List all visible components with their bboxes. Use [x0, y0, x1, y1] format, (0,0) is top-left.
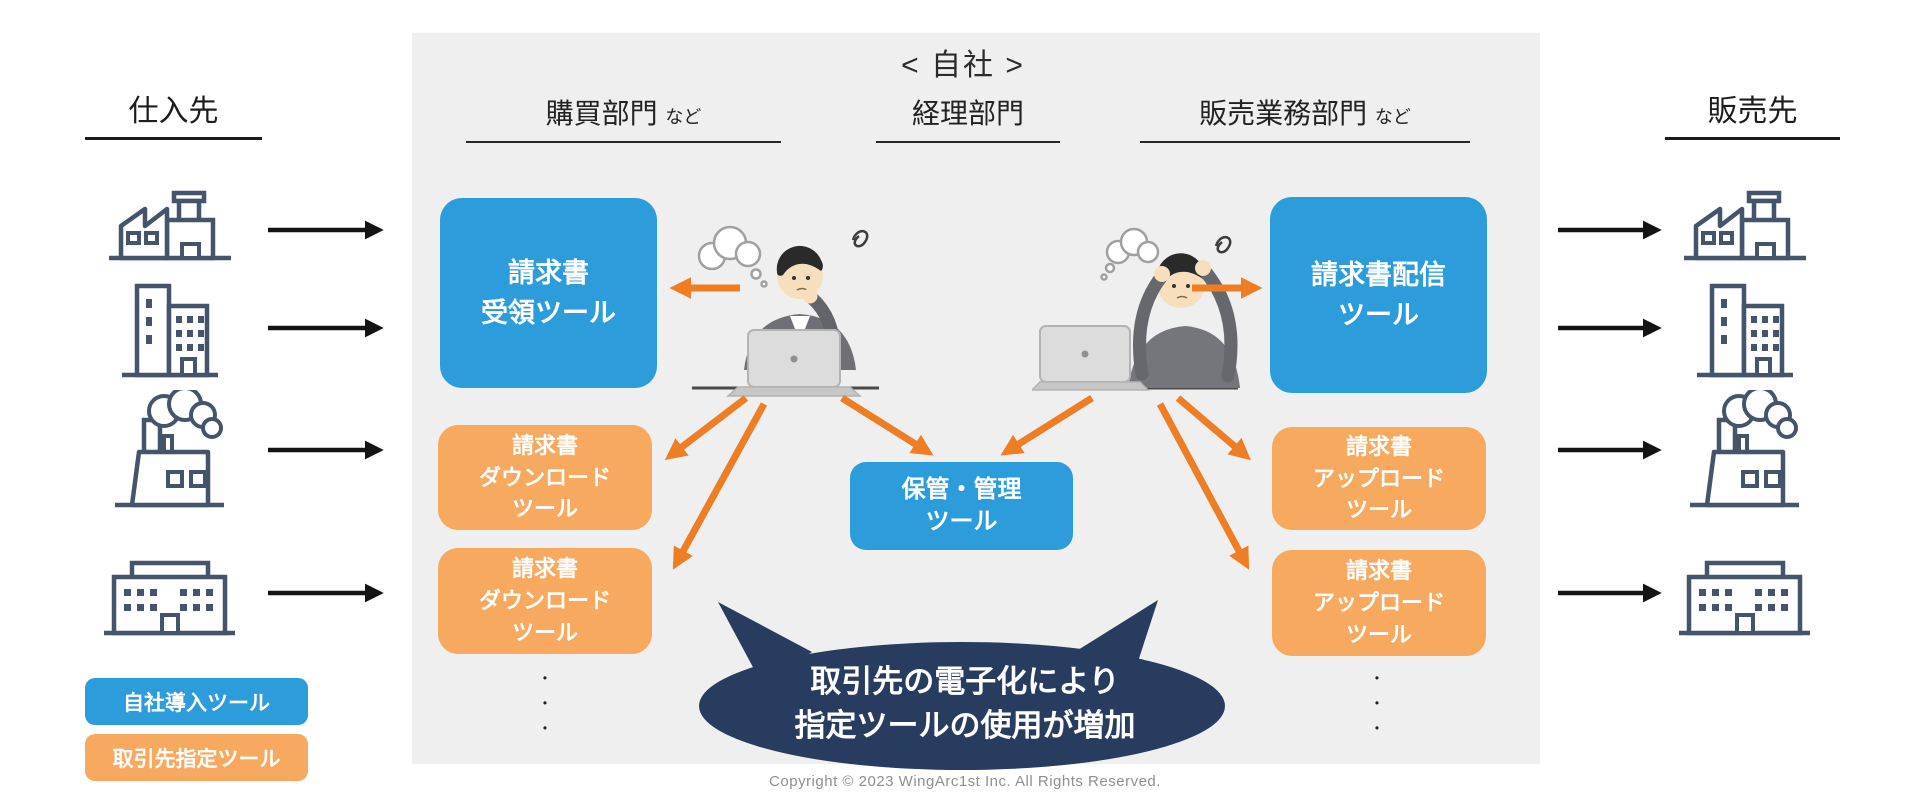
purchasing-dept-suffix: など	[665, 107, 702, 127]
callout-text: 取引先の電子化により 指定ツールの使用が増加	[690, 660, 1240, 748]
dot: •	[1374, 696, 1380, 710]
customers-header: 販売先	[1665, 86, 1840, 140]
accounting-dept-header: 経理部門	[876, 92, 1060, 143]
company-building-icon	[1677, 553, 1812, 638]
suppliers-header: 仕入先	[85, 86, 262, 140]
download1-line1: 請求書	[511, 432, 578, 458]
callout-bubble	[699, 600, 1225, 770]
office-building-icon	[1695, 280, 1795, 380]
more-tools-ellipsis-right: • • •	[1352, 666, 1402, 741]
invoice-receive-tool-box: 請求書 受領ツール	[440, 198, 657, 388]
upload2-line1: 請求書	[1345, 558, 1412, 584]
office-building-icon	[120, 280, 220, 380]
company-building-icon	[102, 553, 237, 638]
storage-line1: 保管・管理	[901, 475, 1022, 503]
page-title: < 自社 >	[901, 49, 1025, 82]
dizzy-squiggle-icon	[851, 230, 869, 248]
upload2-line2: アップロード	[1312, 590, 1445, 616]
more-tools-ellipsis-left: • • •	[520, 666, 570, 741]
download2-line1: 請求書	[511, 556, 578, 582]
invoice-delivery-line1: 請求書配信	[1311, 259, 1446, 290]
dot: •	[542, 696, 548, 710]
accounting-dept-label: 経理部門	[911, 98, 1024, 129]
download1-line2: ダウンロード	[478, 464, 611, 490]
invoice-delivery-line2: ツール	[1338, 300, 1419, 330]
copyright-note: Copyright © 2023 WingArc1st Inc. All Rig…	[769, 773, 1161, 790]
purchasing-dept-label: 購買部門	[545, 98, 658, 129]
callout-line1: 取引先の電子化により	[810, 664, 1120, 699]
dizzy-squiggle-icon	[1214, 236, 1232, 254]
download2-line2: ダウンロード	[478, 588, 611, 614]
storage-line2: ツール	[925, 508, 998, 535]
stressed-worker-illustration	[1032, 227, 1240, 391]
dot: •	[1374, 671, 1380, 685]
smoke-factory-icon	[1687, 390, 1802, 510]
download2-line3: ツール	[511, 619, 578, 645]
sales-dept-header: 販売業務部門 など	[1140, 92, 1470, 143]
download1-line3: ツール	[511, 496, 578, 522]
dot: •	[542, 721, 548, 735]
upload1-line1: 請求書	[1345, 433, 1412, 459]
thinking-worker-illustration	[692, 225, 879, 397]
sales-dept-suffix: など	[1374, 107, 1411, 127]
factory-icon	[105, 190, 235, 265]
callout-line2: 指定ツールの使用が増加	[794, 708, 1136, 743]
upload1-line3: ツール	[1345, 497, 1412, 523]
invoice-download-tool-box-1: 請求書 ダウンロード ツール	[438, 425, 652, 530]
dot: •	[542, 671, 548, 685]
upload1-line2: アップロード	[1312, 465, 1445, 491]
invoice-download-tool-box-2: 請求書 ダウンロード ツール	[438, 548, 652, 654]
factory-icon	[1680, 190, 1810, 265]
invoice-delivery-tool-box: 請求書配信 ツール	[1270, 197, 1487, 393]
sales-dept-label: 販売業務部門	[1199, 98, 1368, 129]
legend-partner-tool: 取引先指定ツール	[85, 734, 308, 781]
dot: •	[1374, 721, 1380, 735]
smoke-factory-icon	[112, 390, 227, 510]
legend-own-tool: 自社導入ツール	[85, 678, 308, 725]
customer-flow-arrows	[1558, 220, 1662, 603]
purchasing-dept-header: 購買部門 など	[466, 92, 781, 143]
supplier-flow-arrows	[268, 220, 384, 603]
invoice-upload-tool-box-2: 請求書 アップロード ツール	[1272, 550, 1486, 656]
invoice-upload-tool-box-1: 請求書 アップロード ツール	[1272, 427, 1486, 530]
invoice-receive-line2: 受領ツール	[481, 298, 616, 328]
invoice-receive-line1: 請求書	[508, 257, 589, 288]
storage-management-tool-box: 保管・管理 ツール	[850, 462, 1073, 550]
upload2-line3: ツール	[1345, 621, 1412, 647]
